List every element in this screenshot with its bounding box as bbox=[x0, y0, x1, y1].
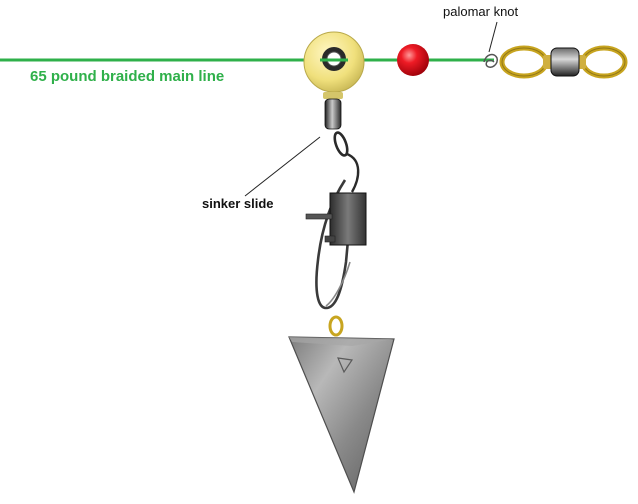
palomar-knot-label: palomar knot bbox=[443, 4, 518, 19]
sinker-slide-label: sinker slide bbox=[202, 196, 274, 211]
main-line-label: 65 pound braided main line bbox=[30, 68, 224, 85]
barrel-swivel bbox=[502, 48, 625, 76]
palomar-knot-pointer bbox=[489, 22, 497, 52]
slide-swivel bbox=[323, 92, 350, 157]
yellow-bead bbox=[304, 32, 364, 92]
slide-sleeve bbox=[306, 193, 366, 245]
weight-eye bbox=[330, 317, 342, 335]
pyramid-weight bbox=[289, 337, 394, 492]
sinker-slide-pointer bbox=[245, 137, 320, 196]
red-bead bbox=[397, 44, 429, 76]
